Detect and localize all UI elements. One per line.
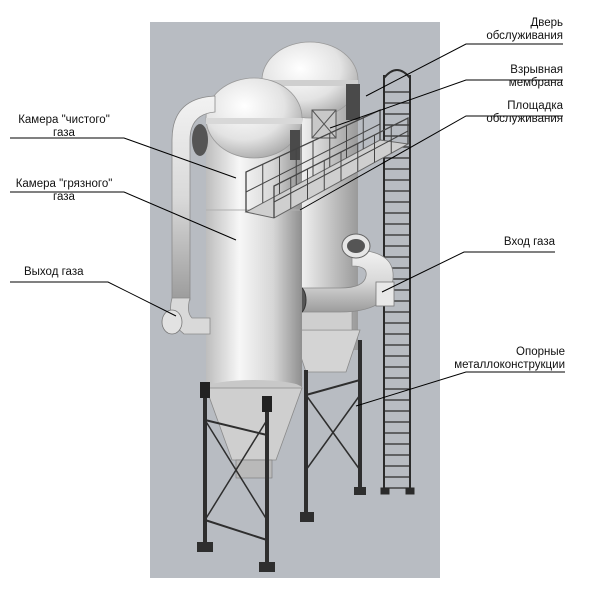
label-door: Дверь обслуживания: [463, 17, 563, 43]
leader-membrane: [329, 79, 563, 129]
gas-outlet-pipe: [161, 95, 216, 335]
leader-clean-chamber: [10, 137, 237, 179]
support-frame-front: [197, 382, 275, 572]
label-platform-line1: Площадка: [507, 100, 563, 112]
label-gas-inlet: Вход газа: [503, 236, 555, 248]
leader-gas-outlet: [10, 281, 177, 317]
label-platform-line2: обслуживания: [486, 113, 563, 125]
leader-supports: [355, 371, 565, 407]
leader-door: [365, 43, 563, 97]
label-supports: Опорные металлоконструкции: [445, 346, 565, 372]
label-clean-chamber-line2: газа: [53, 127, 75, 139]
label-door-line2: обслуживания: [486, 30, 563, 42]
label-membrane-line2: мембрана: [508, 77, 563, 89]
leader-dirty-chamber: [10, 191, 237, 241]
label-dirty-chamber-line1: Камера "грязного": [15, 178, 113, 190]
front-vessel: [205, 77, 303, 396]
support-frame-rear: [300, 340, 366, 522]
label-supports-line1: Опорные: [516, 346, 565, 358]
leader-platform: [299, 115, 563, 211]
label-clean-chamber: Камера "чистого" газа: [4, 114, 124, 140]
label-gas-outlet: Выход газа: [24, 266, 84, 278]
service-door: [346, 84, 360, 120]
front-hopper: [205, 387, 303, 479]
label-clean-chamber-line1: Камера "чистого": [18, 114, 110, 126]
label-membrane-line1: Взрывная: [510, 64, 563, 76]
leader-gas-inlet: [381, 251, 555, 293]
service-platform: [244, 108, 410, 219]
leader-lines: [10, 43, 565, 407]
label-platform: Площадка обслуживания: [463, 100, 563, 126]
label-door-line1: Дверь: [530, 17, 563, 29]
label-supports-line2: металлоконструкции: [454, 359, 565, 371]
label-dirty-chamber: Камера "грязного" газа: [4, 178, 124, 204]
label-membrane: Взрывная мембрана: [463, 64, 563, 90]
label-dirty-chamber-line2: газа: [53, 191, 75, 203]
